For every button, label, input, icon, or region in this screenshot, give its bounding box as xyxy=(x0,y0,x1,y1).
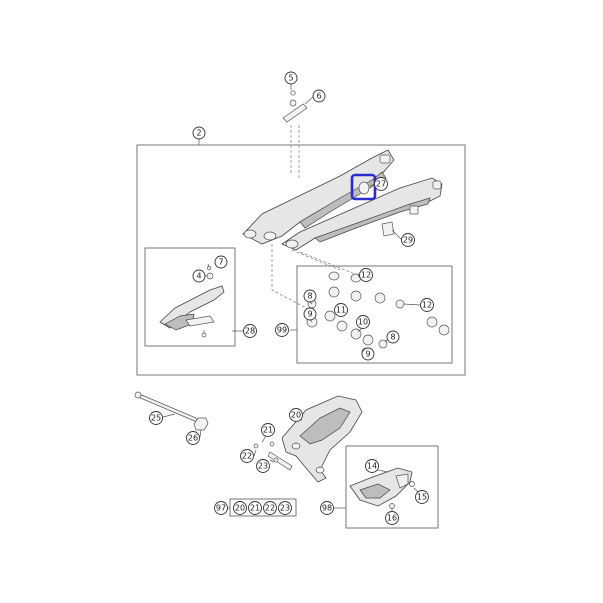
callout-26[interactable]: 26 xyxy=(186,431,200,445)
callout-7[interactable]: 7 xyxy=(214,255,228,269)
chain-slider-part xyxy=(159,265,225,338)
svg-text:22: 22 xyxy=(265,504,275,513)
svg-text:15: 15 xyxy=(417,493,427,502)
callout-12-right[interactable]: 12 xyxy=(420,298,434,312)
svg-text:9: 9 xyxy=(365,350,370,359)
chain-guide-kit-box xyxy=(345,445,439,529)
svg-text:98: 98 xyxy=(322,504,332,513)
svg-text:14: 14 xyxy=(367,462,377,471)
axle-part xyxy=(134,391,209,431)
svg-text:4: 4 xyxy=(196,272,201,281)
bearing-parts xyxy=(306,271,450,357)
svg-text:27: 27 xyxy=(376,180,386,189)
svg-text:8: 8 xyxy=(307,292,312,301)
svg-text:10: 10 xyxy=(358,318,368,327)
callout-28[interactable]: 28 xyxy=(243,324,257,338)
svg-text:11: 11 xyxy=(336,306,346,315)
callout-14[interactable]: 14 xyxy=(365,459,379,473)
callout-98[interactable]: 98 xyxy=(320,501,334,515)
chain-guide-set-box xyxy=(229,498,297,517)
svg-text:25: 25 xyxy=(151,414,161,423)
svg-text:22: 22 xyxy=(242,452,252,461)
callout-25[interactable]: 25 xyxy=(149,411,163,425)
svg-text:99: 99 xyxy=(277,326,287,335)
callout-29[interactable]: 29 xyxy=(401,233,415,247)
kit-item-21[interactable]: 21 xyxy=(248,501,262,515)
svg-text:5: 5 xyxy=(288,74,293,83)
svg-text:6: 6 xyxy=(316,92,321,101)
callout-97[interactable]: 97 xyxy=(214,501,228,515)
callout-15[interactable]: 15 xyxy=(415,490,429,504)
callout-21[interactable]: 21 xyxy=(261,423,275,437)
svg-text:2: 2 xyxy=(196,129,201,138)
callout-10[interactable]: 10 xyxy=(356,315,370,329)
svg-text:23: 23 xyxy=(258,462,268,471)
callout-12-top[interactable]: 12 xyxy=(359,268,373,282)
chain-slider-kit-box xyxy=(144,247,236,347)
chain-guide-block-part xyxy=(349,467,415,509)
svg-text:29: 29 xyxy=(403,236,413,245)
svg-text:9: 9 xyxy=(307,310,312,319)
callout-4[interactable]: 4 xyxy=(192,269,206,283)
swingarm-group-box xyxy=(136,144,466,376)
kit-item-23[interactable]: 23 xyxy=(278,501,292,515)
svg-text:16: 16 xyxy=(387,514,397,523)
kit-item-22[interactable]: 22 xyxy=(263,501,277,515)
callout-9-left[interactable]: 9 xyxy=(303,307,317,321)
svg-text:8: 8 xyxy=(390,333,395,342)
svg-text:21: 21 xyxy=(263,426,273,435)
callout-8-right[interactable]: 8 xyxy=(386,330,400,344)
callout-8-left[interactable]: 8 xyxy=(303,289,317,303)
svg-text:20: 20 xyxy=(235,504,245,513)
svg-text:20: 20 xyxy=(291,411,301,420)
callout-20[interactable]: 20 xyxy=(289,408,303,422)
svg-text:12: 12 xyxy=(361,271,371,280)
pivot-screw-part xyxy=(282,90,308,123)
svg-text:7: 7 xyxy=(218,258,223,267)
svg-text:26: 26 xyxy=(188,434,198,443)
kit-item-20[interactable]: 20 xyxy=(233,501,247,515)
bearing-kit-box xyxy=(296,265,453,364)
callout-23[interactable]: 23 xyxy=(256,459,270,473)
svg-text:21: 21 xyxy=(250,504,260,513)
callout-11[interactable]: 11 xyxy=(334,303,348,317)
callout-22[interactable]: 22 xyxy=(240,449,254,463)
svg-text:97: 97 xyxy=(216,504,226,513)
svg-text:28: 28 xyxy=(245,327,255,336)
swingarm-part xyxy=(242,149,443,251)
callout-2[interactable]: 2 xyxy=(192,126,206,140)
callout-9-bottom[interactable]: 9 xyxy=(361,347,375,361)
callout-27[interactable]: 27 xyxy=(374,177,388,191)
svg-text:23: 23 xyxy=(280,504,290,513)
callout-99[interactable]: 99 xyxy=(275,323,289,337)
callout-6[interactable]: 6 xyxy=(312,89,326,103)
callout-5[interactable]: 5 xyxy=(284,71,298,85)
callout-16[interactable]: 16 xyxy=(385,511,399,525)
svg-text:12: 12 xyxy=(422,301,432,310)
